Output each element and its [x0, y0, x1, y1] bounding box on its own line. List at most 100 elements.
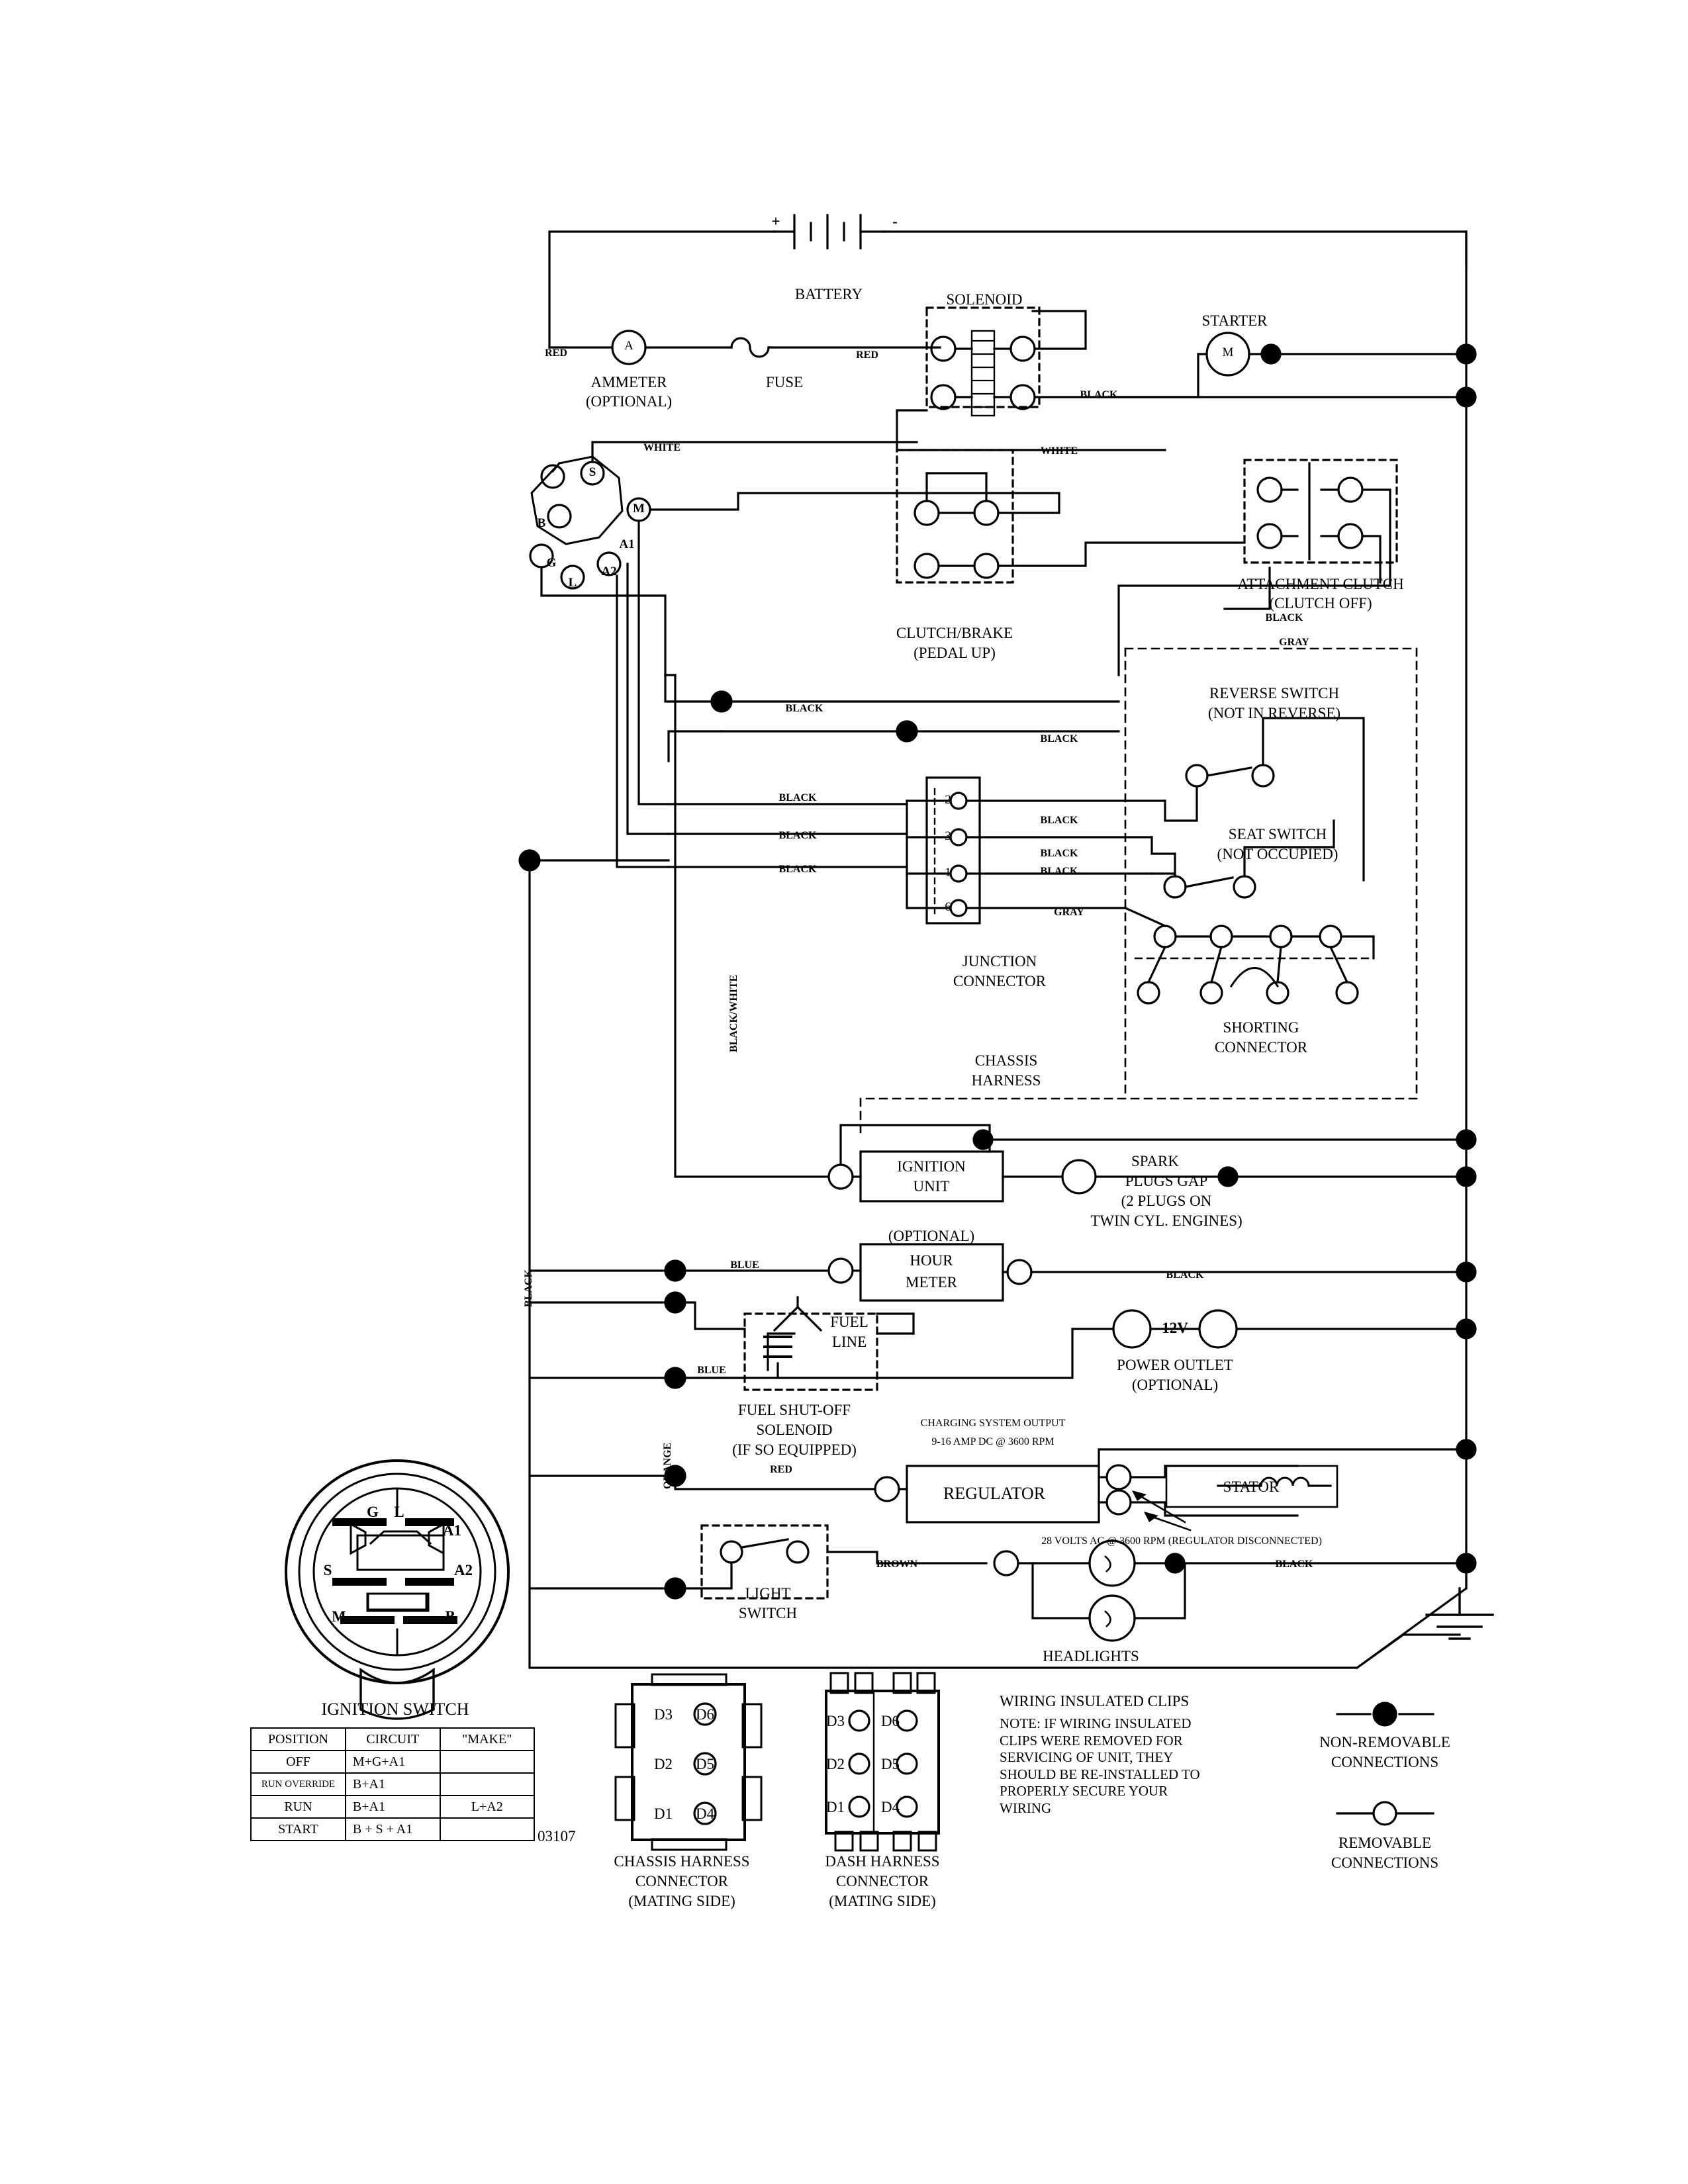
wire-label-blue-17: BLUE	[730, 1259, 759, 1271]
stator-volts-label: 28 VOLTS AC @ 3600 RPM (REGULATOR DISCON…	[1041, 1535, 1322, 1547]
wire-label-brown-20: BROWN	[876, 1559, 918, 1570]
cell-make-off	[439, 1750, 536, 1774]
ammeter-optional-label: (OPTIONAL)	[585, 393, 673, 410]
hour-meter-label-1: HOUR	[910, 1252, 953, 1269]
cell-position-off: OFF	[250, 1750, 346, 1774]
ignition-switch-title: IGNITION SWITCH	[321, 1700, 469, 1719]
table-header-row: POSITION CIRCUIT "MAKE"	[250, 1727, 536, 1751]
fuel-shutoff-label-3: (IF SO EQUIPPED)	[732, 1441, 857, 1458]
clutch-brake-sub-label: (PEDAL UP)	[914, 645, 996, 661]
legend-symbols	[1336, 1702, 1434, 1826]
cell-position-run: RUN	[250, 1795, 346, 1819]
starter-terminal-label: M	[1222, 345, 1234, 359]
spark-plugs-label-4: TWIN CYL. ENGINES)	[1090, 1212, 1243, 1229]
spark-plugs-label-2: PLUGS GAP	[1125, 1173, 1208, 1189]
key-switch-terminal-b: B	[537, 516, 546, 530]
chassis-connector-title-2: CONNECTOR	[635, 1873, 729, 1889]
dash-harness-connector-symbol	[825, 1672, 940, 1852]
key-switch-terminal-a2: A2	[601, 565, 617, 578]
cell-make-start	[439, 1817, 536, 1841]
removable-label-2: CONNECTIONS	[1331, 1854, 1439, 1871]
wire-label-red-1: RED	[856, 349, 878, 361]
headlights-label: HEADLIGHTS	[1043, 1648, 1139, 1664]
battery-minus-label: -	[892, 213, 898, 230]
th-circuit: CIRCUIT	[344, 1727, 441, 1751]
chassis-pin-d5: D5	[695, 1756, 715, 1772]
starter-label: STARTER	[1201, 312, 1268, 329]
charging-output-label-1: CHARGING SYSTEM OUTPUT	[920, 1418, 1066, 1429]
junction-pin-3: 3	[945, 829, 951, 843]
ign-round-a1: A1	[442, 1522, 462, 1539]
chassis-connector-title-3: (MATING SIDE)	[628, 1893, 735, 1909]
dash-pin-d3: D3	[825, 1713, 845, 1729]
wire-label-white-3: WHITE	[643, 442, 681, 453]
wire-label-black-9: BLACK	[778, 792, 817, 803]
ammeter-terminal-label: A	[624, 339, 633, 353]
charging-output-label-2: 9-16 AMP DC @ 3600 RPM	[931, 1436, 1055, 1447]
chassis-harness-connector-symbol	[614, 1673, 763, 1851]
ignition-switch-table: POSITION CIRCUIT "MAKE" OFF M+G+A1 RUN O…	[250, 1727, 536, 1841]
chassis-connector-title-1: CHASSIS HARNESS	[614, 1853, 750, 1870]
chassis-pin-d4: D4	[695, 1805, 715, 1822]
key-switch-terminal-l: L	[568, 576, 577, 590]
battery-symbol	[773, 214, 885, 250]
junction-pin-6: 6	[945, 900, 951, 914]
wire-label-vertical-orange-2: ORANGE	[662, 1442, 673, 1489]
date-code-label: 03107	[538, 1828, 576, 1844]
regulator-label: REGULATOR	[943, 1484, 1046, 1503]
wire-label-white-4: WHITE	[1040, 445, 1078, 457]
table-row: START B + S + A1	[250, 1817, 536, 1841]
key-switch-symbol	[529, 455, 651, 590]
chassis-harness-label-1: CHASSIS	[974, 1052, 1038, 1069]
ign-round-b: B	[445, 1608, 455, 1625]
wire-label-red-0: RED	[545, 347, 567, 359]
clutch-brake-label: CLUTCH/BRAKE	[896, 625, 1013, 641]
wiring-clips-note: NOTE: IF WIRING INSULATED CLIPS WERE REM…	[1000, 1715, 1200, 1817]
wire-label-black-14: BLACK	[1040, 866, 1078, 877]
attachment-clutch-sub-label: (CLUTCH OFF)	[1269, 595, 1372, 612]
wire-label-black-2: BLACK	[1080, 389, 1118, 400]
wire-label-gray-15: GRAY	[1054, 907, 1084, 918]
power-outlet-label-1: POWER OUTLET	[1117, 1357, 1233, 1373]
fuel-line-label-1: FUEL	[830, 1314, 868, 1330]
ign-round-a2: A2	[453, 1562, 473, 1578]
ignition-switch-round	[285, 1459, 510, 1720]
wire-label-black-5: BLACK	[1265, 612, 1303, 623]
fuel-line-label-2: LINE	[831, 1334, 867, 1350]
table-row: OFF M+G+A1	[250, 1750, 536, 1774]
spark-plugs-label-3: (2 PLUGS ON	[1121, 1193, 1212, 1209]
seat-switch-label: SEAT SWITCH	[1228, 826, 1327, 842]
wire-label-black-10: BLACK	[778, 830, 817, 841]
wire-label-black-7: BLACK	[785, 703, 823, 714]
wire-label-black-11: BLACK	[778, 864, 817, 875]
wiring-clips-title: WIRING INSULATED CLIPS	[1000, 1693, 1190, 1709]
hour-meter-optional-label: (OPTIONAL)	[888, 1228, 975, 1244]
key-switch-terminal-g: G	[546, 556, 557, 570]
cell-circuit-off: M+G+A1	[344, 1750, 441, 1774]
cell-position-start: START	[250, 1817, 346, 1841]
ign-round-s: S	[323, 1562, 332, 1578]
dash-pin-d1: D1	[825, 1799, 845, 1815]
shorting-connector-label-1: SHORTING	[1223, 1019, 1299, 1036]
fuse-label: FUSE	[765, 374, 804, 390]
light-switch-label-2: SWITCH	[738, 1605, 798, 1621]
wire-label-red-19: RED	[770, 1464, 792, 1475]
attachment-clutch-label: ATTACHMENT CLUTCH	[1237, 576, 1404, 592]
ign-round-l: L	[394, 1504, 404, 1520]
power-outlet-label-2: (OPTIONAL)	[1131, 1377, 1219, 1393]
reverse-switch-label: REVERSE SWITCH	[1209, 685, 1340, 702]
junction-connector-label-1: JUNCTION	[962, 953, 1037, 970]
junction-pin-1: 1	[945, 866, 951, 880]
dash-connector-title-1: DASH HARNESS	[825, 1853, 940, 1870]
fuel-shutoff-label-2: SOLENOID	[756, 1422, 833, 1438]
chassis-pin-d3: D3	[653, 1706, 673, 1723]
reverse-switch-sub-label: (NOT IN REVERSE)	[1207, 705, 1341, 721]
cell-position-runoverride: RUN OVERRIDE	[250, 1772, 346, 1796]
hour-meter-label-2: METER	[906, 1274, 957, 1291]
th-make: "MAKE"	[439, 1727, 536, 1751]
non-removable-label-1: NON-REMOVABLE	[1319, 1734, 1450, 1751]
table-row: RUN OVERRIDE B+A1	[250, 1772, 536, 1796]
dash-pin-d5: D5	[880, 1756, 900, 1772]
wire-label-black-8: BLACK	[1040, 733, 1078, 745]
